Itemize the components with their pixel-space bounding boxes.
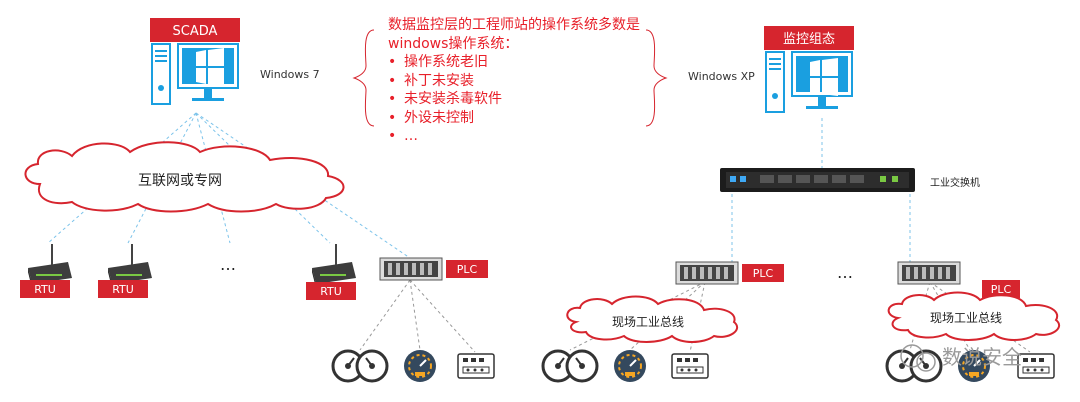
plc-badge-3 <box>982 280 1020 298</box>
meter-2-icon <box>613 349 647 383</box>
callout-item-1: 操作系统老旧 <box>388 53 502 72</box>
callout-title: 数据监控层的工程师站的操作系统多数是windows操作系统： <box>388 17 640 52</box>
monitor-os-label: Windows XP <box>688 70 755 83</box>
pressure-gauges-1-icon <box>331 349 389 383</box>
rtu-router-3-icon <box>311 243 357 289</box>
fieldbus-cloud-2 <box>887 291 1061 341</box>
windows-xp-logo-icon <box>810 58 838 96</box>
fieldbus-cloud-1-label: 现场工业总线 <box>612 315 684 329</box>
control-panel-2-icon <box>671 353 709 379</box>
windows-logo-icon <box>196 48 224 86</box>
plc-unit-2-icon <box>675 261 739 285</box>
meter-1-icon <box>403 349 437 383</box>
callout-list: 操作系统老旧 补丁未安装 未安装杀毒软件 外设未控制 … <box>388 53 502 146</box>
callout-item-2: 补丁未安装 <box>388 72 502 91</box>
internet-cloud <box>24 141 345 213</box>
rtu-badge-2 <box>98 280 148 298</box>
fieldbus-cloud-2-label: 现场工业总线 <box>930 311 1002 325</box>
plc-unit-3-icon <box>897 261 961 285</box>
rtu-label-1: RTU <box>34 283 56 296</box>
rtu-label-2: RTU <box>112 283 134 296</box>
monitor-title: 监控组态 <box>783 32 835 47</box>
scada-computer-icon <box>151 43 239 105</box>
plc-label-1: PLC <box>457 263 478 276</box>
scada-title-banner <box>150 18 240 42</box>
switch-label: 工业交换机 <box>930 176 980 189</box>
fieldbus-cloud-1 <box>566 295 739 343</box>
control-panel-3-icon <box>1017 353 1055 379</box>
industrial-switch <box>720 168 915 192</box>
rtu-label-3: RTU <box>320 285 342 298</box>
pressure-gauges-2-icon <box>541 349 599 383</box>
callout-right-brace <box>645 29 668 127</box>
monitor-title-banner <box>764 26 854 50</box>
callout-item-3: 未安装杀毒软件 <box>388 90 502 109</box>
scada-title: SCADA <box>173 24 218 39</box>
rtu-badge-3 <box>306 282 356 300</box>
plc-unit-1-icon <box>379 257 443 281</box>
callout-left-brace <box>352 29 375 127</box>
plc-label-3: PLC <box>991 283 1012 296</box>
internet-cloud-label: 互联网或专网 <box>138 173 222 189</box>
watermark-text: 数说安全 <box>942 345 1022 369</box>
plc-badge-2 <box>742 264 784 282</box>
control-panel-1-icon <box>457 353 495 379</box>
callout-item-5: … <box>388 127 502 146</box>
ellipsis-left: … <box>220 255 236 274</box>
plc-badge-1 <box>446 260 488 278</box>
scada-os-label: Windows 7 <box>260 68 320 81</box>
watermark-icon <box>900 344 936 372</box>
rtu-badge-1 <box>20 280 70 298</box>
plc-label-2: PLC <box>753 267 774 280</box>
monitor-computer-icon <box>765 51 853 113</box>
ellipsis-right: … <box>837 263 853 282</box>
callout-item-4: 外设未控制 <box>388 109 502 128</box>
